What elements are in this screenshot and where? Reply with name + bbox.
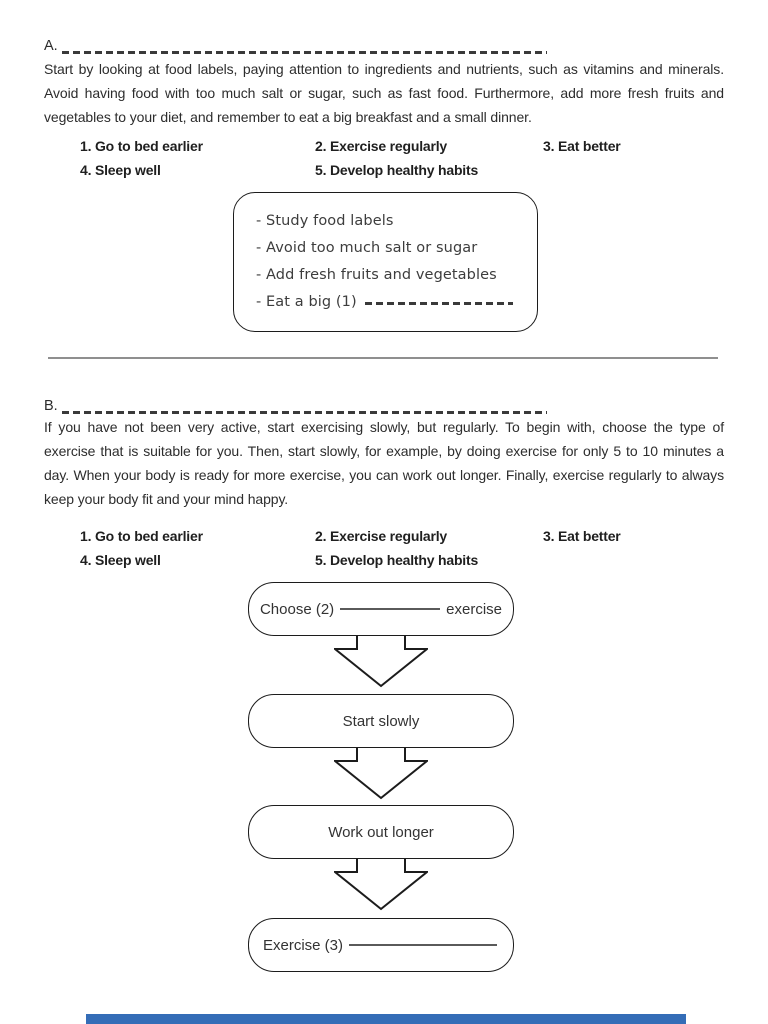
option-item: 1. Go to bed earlier bbox=[80, 528, 203, 544]
section-b-blank-line bbox=[62, 411, 547, 414]
flow-step-work-out-longer: Work out longer bbox=[248, 805, 514, 859]
summary-item: - Eat a big (1) bbox=[256, 289, 523, 316]
flow-step-text: Start slowly bbox=[342, 712, 420, 730]
answer-blank-3 bbox=[349, 944, 498, 946]
summary-item: - Add fresh fruits and vegetables bbox=[256, 267, 497, 283]
section-a-blank-line bbox=[62, 51, 547, 54]
option-item: 1. Go to bed earlier bbox=[80, 138, 203, 154]
summary-item: - Avoid too much salt or sugar bbox=[256, 240, 478, 256]
section-a-paragraph: Start by looking at food labels, paying … bbox=[44, 61, 724, 125]
down-block-arrow-icon bbox=[334, 636, 428, 688]
option-item: 5. Develop healthy habits bbox=[315, 162, 479, 178]
section-a-label: A. bbox=[44, 38, 58, 54]
down-block-arrow-icon bbox=[334, 748, 428, 800]
answer-blank-1 bbox=[364, 302, 513, 305]
summary-item-text: - Eat a big (1) bbox=[256, 294, 357, 310]
summary-item: - Study food labels bbox=[256, 213, 394, 229]
flow-step-text: Work out longer bbox=[328, 823, 434, 841]
section-divider bbox=[48, 357, 718, 359]
option-item: 5. Develop healthy habits bbox=[315, 552, 479, 568]
option-item: 3. Eat better bbox=[543, 528, 621, 544]
flow-step-start-slowly: Start slowly bbox=[248, 694, 514, 748]
option-item: 4. Sleep well bbox=[80, 162, 161, 178]
summary-box: - Study food labels - Avoid too much sal… bbox=[233, 192, 538, 332]
option-item: 4. Sleep well bbox=[80, 552, 161, 568]
section-b-label: B. bbox=[44, 398, 58, 414]
flow-step-exercise: Exercise (3) bbox=[248, 918, 514, 972]
flow-step-text: Exercise (3) bbox=[263, 936, 344, 954]
flow-step-text: Choose (2) bbox=[259, 600, 335, 618]
down-block-arrow-icon bbox=[334, 859, 428, 911]
option-item: 2. Exercise regularly bbox=[315, 138, 447, 154]
answer-options-a: 1. Go to bed earlier 2. Exercise regular… bbox=[80, 134, 730, 182]
section-b-paragraph: If you have not been very active, start … bbox=[44, 419, 724, 507]
flow-step-choose: Choose (2) exercise bbox=[248, 582, 514, 636]
page-accent-bar bbox=[86, 1014, 686, 1024]
answer-blank-2 bbox=[340, 608, 441, 610]
flow-step-text: exercise bbox=[446, 600, 503, 618]
option-item: 3. Eat better bbox=[543, 138, 621, 154]
answer-options-b: 1. Go to bed earlier 2. Exercise regular… bbox=[80, 524, 730, 572]
option-item: 2. Exercise regularly bbox=[315, 528, 447, 544]
